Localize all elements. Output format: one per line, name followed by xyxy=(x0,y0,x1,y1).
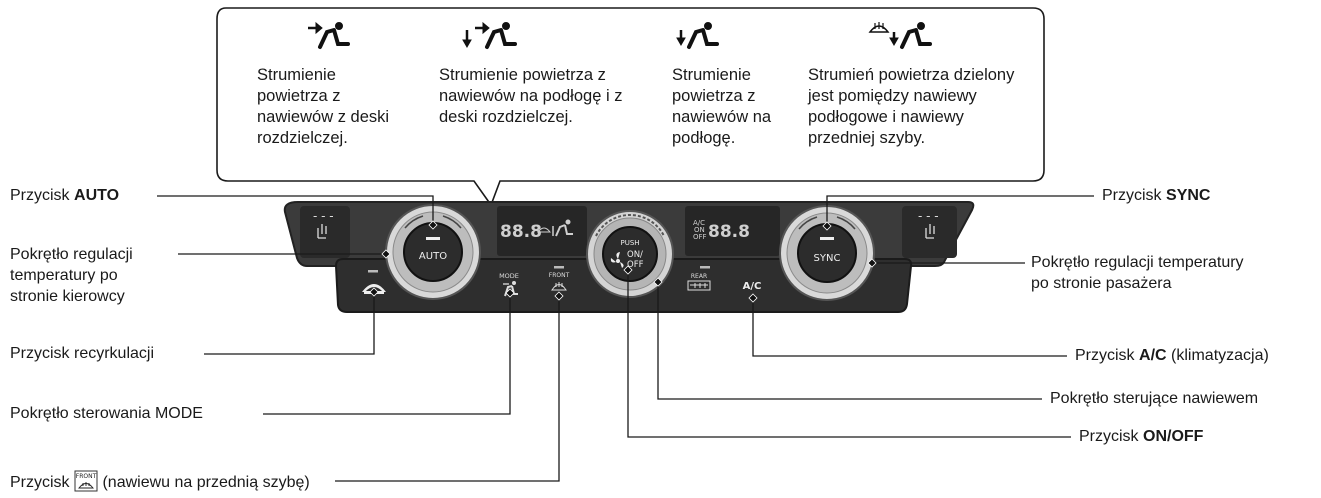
front-defrost-button-label: FRONT xyxy=(549,272,570,279)
callout-sync-bold: SYNC xyxy=(1166,187,1211,204)
left-temp-display: 88.8 xyxy=(500,222,542,242)
pointer-sync xyxy=(822,221,832,231)
leader-fan xyxy=(657,282,1042,400)
push-label: PUSH xyxy=(620,239,639,247)
pointer-onoff xyxy=(623,265,633,275)
rear-defrost-button-label: REAR xyxy=(691,273,707,280)
callout-mode: Pokrętło sterowania MODE xyxy=(10,405,203,422)
rear-defrost-button[interactable] xyxy=(687,280,711,291)
auto-indicator xyxy=(426,237,440,240)
left-display-mode-icon xyxy=(536,219,573,237)
callout-sync: Przycisk SYNC xyxy=(1102,185,1210,206)
callout-sync-prefix: Przycisk xyxy=(1102,187,1162,204)
leader-ac xyxy=(752,298,1067,357)
seat-heater-right-button[interactable] xyxy=(925,224,935,239)
leader-lines xyxy=(157,195,1094,482)
air-mode-floor-text: Strumienie powietrza z nawiewów na podło… xyxy=(672,66,772,147)
right-status-ac: A/C xyxy=(693,219,705,227)
callout-auto: Przycisk AUTO xyxy=(10,185,119,206)
callout-pass-temp-l2: po stronie pasażera xyxy=(1031,275,1172,292)
on-label: ON/ xyxy=(627,250,643,260)
leader-recirc xyxy=(204,292,375,355)
leader-onoff xyxy=(627,270,1071,438)
callout-driver-temp: Pokrętło regulacji temperatury po stroni… xyxy=(10,244,133,307)
callout-pass-temp: Pokrętło regulacji temperatury po stroni… xyxy=(1031,252,1244,294)
passenger-temp-knob[interactable] xyxy=(779,205,875,301)
pointer-ac xyxy=(748,293,758,303)
fan-control-knob[interactable] xyxy=(586,210,674,298)
ac-button[interactable]: A/C xyxy=(743,281,762,292)
callout-driver-temp-l1: Pokrętło regulacji xyxy=(10,246,133,263)
floor-defrost-vent-icon xyxy=(868,22,932,49)
callout-auto-prefix: Przycisk xyxy=(10,187,70,204)
callout-auto-bold: AUTO xyxy=(74,187,120,204)
air-mode-face-text: Strumienie powietrza z nawiewów z deski … xyxy=(257,66,390,147)
front-defrost-button[interactable] xyxy=(551,282,567,291)
callout-recirc: Przycisk recyrkulacji xyxy=(10,345,155,362)
callout-onoff-prefix: Przycisk xyxy=(1079,428,1139,445)
right-status-on: ON xyxy=(694,226,705,234)
fan-icon xyxy=(610,252,624,268)
callout-ac-prefix: Przycisk xyxy=(1075,347,1135,364)
pointer-driver-temp xyxy=(381,249,391,259)
seat-heater-right-dashes: - - - xyxy=(918,209,939,223)
leader-sync xyxy=(826,195,1094,226)
pointer-pass-temp xyxy=(867,258,877,268)
right-status-off: OFF xyxy=(693,233,707,241)
seat-heater-left-dashes: - - - xyxy=(313,209,334,223)
leader-diamonds xyxy=(369,220,877,303)
leader-auto xyxy=(157,195,434,225)
face-vent-icon xyxy=(308,21,350,49)
pointer-recirc xyxy=(369,287,379,297)
sync-indicator xyxy=(820,237,834,240)
right-temp-display: 88.8 xyxy=(708,222,750,242)
pointer-front xyxy=(554,291,564,301)
callout-ac-suffix: (klimatyzacja) xyxy=(1171,347,1269,364)
seat-heater-left-button[interactable] xyxy=(317,224,327,239)
mode-button-label: MODE xyxy=(499,272,519,280)
callout-driver-temp-l2: temperatury po xyxy=(10,267,118,284)
callout-front: Przycisk FRONT (nawiewu na przednią szyb… xyxy=(10,470,310,493)
callout-ac-bold: A/C xyxy=(1139,347,1167,364)
callout-pass-temp-l1: Pokrętło regulacji temperatury xyxy=(1031,254,1244,271)
rear-defrost-indicator xyxy=(700,266,710,269)
callout-driver-temp-l3: stronie kierowcy xyxy=(10,288,125,305)
callout-front-suffix: (nawiewu na przednią szybę) xyxy=(102,474,310,491)
callout-front-prefix: Przycisk xyxy=(10,474,70,491)
callout-onoff: Przycisk ON/OFF xyxy=(1079,426,1203,447)
pointer-auto xyxy=(428,220,438,230)
driver-temp-knob[interactable] xyxy=(385,204,481,300)
front-defrost-indicator xyxy=(554,266,564,269)
front-defrost-icon: FRONT xyxy=(74,470,98,492)
floor-face-vent-icon xyxy=(462,21,517,49)
callout-onoff-bold: ON/OFF xyxy=(1143,428,1204,445)
callout-fan: Pokrętło sterujące nawiewem xyxy=(1050,390,1259,407)
pointer-fan xyxy=(653,277,663,287)
sync-button-label[interactable]: SYNC xyxy=(814,253,841,264)
air-mode-callout-box xyxy=(216,7,1045,207)
leader-front xyxy=(335,296,560,482)
off-label: OFF xyxy=(627,260,644,270)
callout-ac: Przycisk A/C (klimatyzacja) xyxy=(1075,345,1269,366)
air-mode-floor-defrost-text: Strumień powietrza dzielony jest pomiędz… xyxy=(808,66,1015,147)
auto-button-label[interactable]: AUTO xyxy=(419,251,447,262)
front-defrost-icon-label: FRONT xyxy=(76,473,97,480)
leader-mode xyxy=(263,293,511,415)
floor-vent-icon xyxy=(676,22,719,49)
air-mode-floor-face-text: Strumienie powietrza z nawiewów na podło… xyxy=(439,66,623,126)
pointer-mode xyxy=(505,288,515,298)
